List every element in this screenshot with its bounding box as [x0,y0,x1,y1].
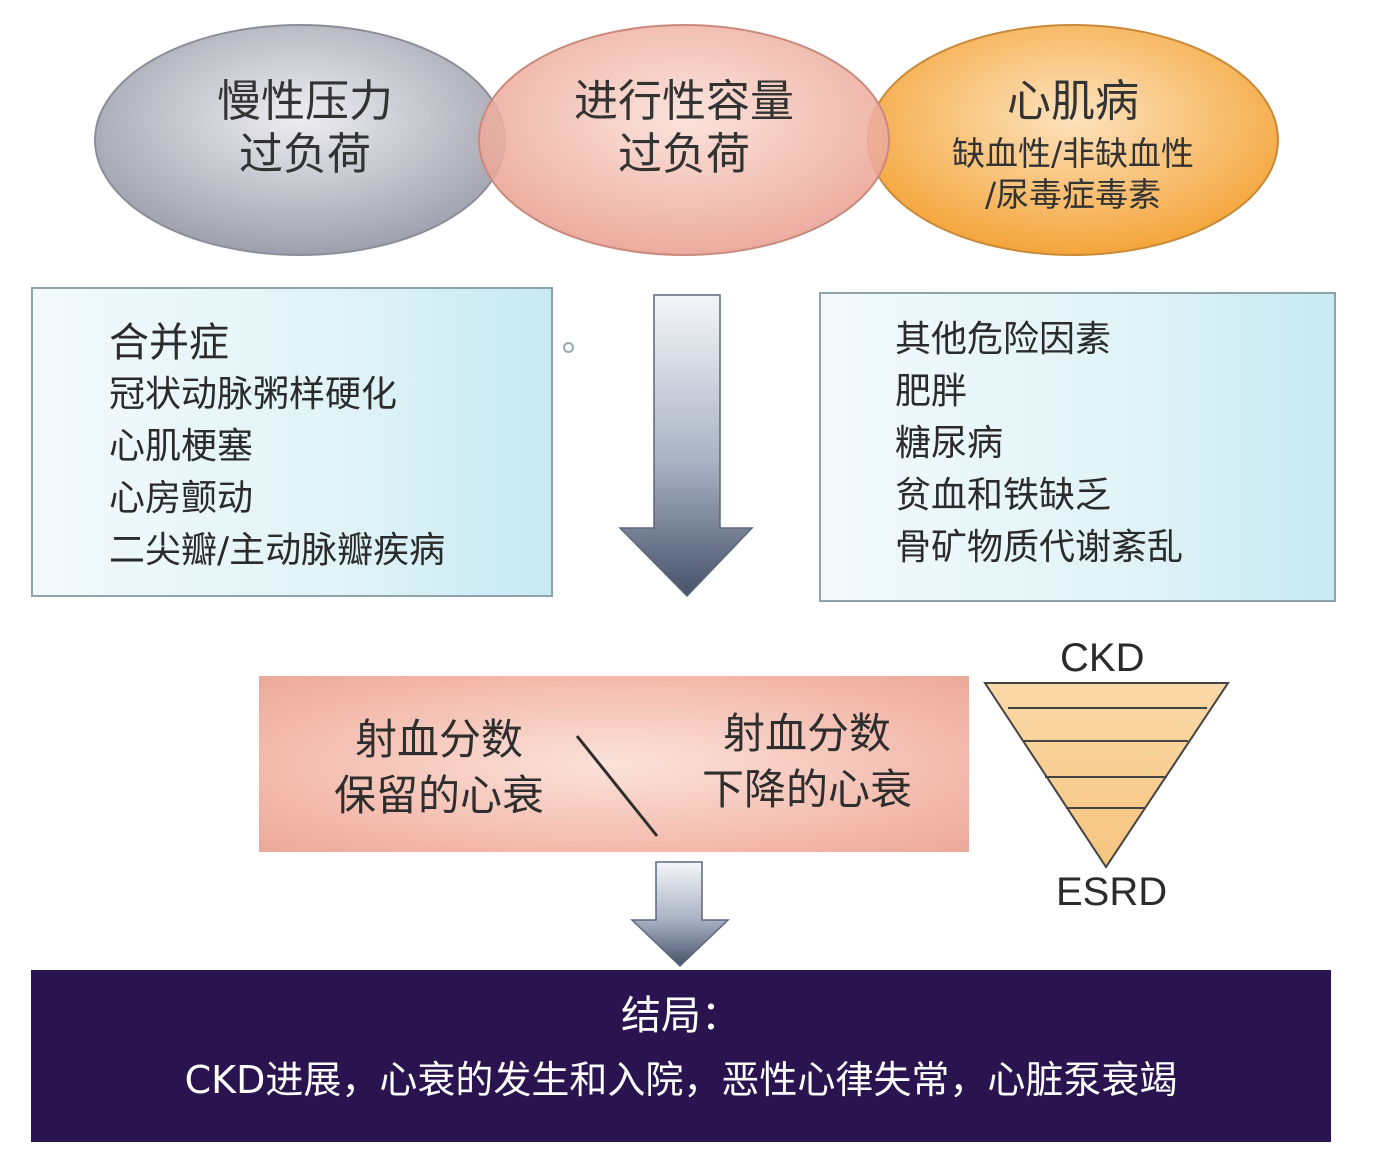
ckd-esrd-triangle [983,682,1230,869]
big-down-arrow [618,294,754,598]
list-item: 心房颤动 [109,478,254,519]
small-circle [563,342,574,353]
ellipse-label-cardiomyopathy: 心肌病 缺血性/非缺血性 /尿毒症毒素 [918,76,1228,215]
list-item: 心肌梗塞 [109,426,254,467]
outcome-text: CKD进展，心衰的发生和入院，恶性心律失常，心脏泵衰竭 [184,1058,1178,1102]
comorbidities-box: 合并症 冠状动脉粥样硬化 心肌梗塞 心房颤动 二尖瓣/主动脉瓣疾病 [31,287,553,597]
ellipse-label-volume: 进行性容量 过负荷 [524,76,844,182]
outcome-box: 结局： CKD进展，心衰的发生和入院，恶性心律失常，心脏泵衰竭 [31,970,1331,1142]
risk-factors-title: 其他危险因素 [895,319,1112,360]
ellipse-title: 进行性容量 [574,76,794,127]
hfpef-label: 射血分数 保留的心衰 [299,712,579,824]
heart-failure-box: 射血分数 保留的心衰 射血分数 下降的心衰 [259,676,969,852]
list-item: 二尖瓣/主动脉瓣疾病 [109,530,446,571]
hfpef-line: 射血分数 [354,715,523,764]
comorbidities-title: 合并症 [109,320,229,366]
ckd-label: CKD [1060,636,1145,680]
list-item: 冠状动脉粥样硬化 [109,374,398,415]
ellipse-line: 缺血性/非缺血性 [951,133,1195,173]
small-down-arrow [630,861,730,968]
ellipse-line: /尿毒症毒素 [984,175,1162,215]
comorbidities-list: 合并症 冠状动脉粥样硬化 心肌梗塞 心房颤动 二尖瓣/主动脉瓣疾病 [109,317,445,577]
esrd-label: ESRD [1056,870,1168,914]
ellipse-title: 心肌病 [1007,76,1139,127]
list-item: 骨矿物质代谢紊乱 [895,527,1184,568]
ellipse-label-pressure: 慢性压力 过负荷 [150,76,460,182]
hfpef-line: 保留的心衰 [333,771,544,820]
ellipse-line: 过负荷 [618,128,750,180]
hfref-label: 射血分数 下降的心衰 [667,706,947,818]
list-item: 肥胖 [895,371,968,412]
ellipse-line: 过负荷 [239,128,371,180]
hfref-line: 下降的心衰 [701,765,912,814]
outcome-title: 结局： [621,993,741,1039]
hfref-line: 射血分数 [722,709,891,758]
risk-factors-list: 其他危险因素 肥胖 糖尿病 贫血和铁缺乏 骨矿物质代谢紊乱 [895,314,1183,574]
list-item: 贫血和铁缺乏 [895,475,1112,516]
list-item: 糖尿病 [895,423,1004,464]
ellipse-title: 慢性压力 [217,76,393,127]
risk-factors-box: 其他危险因素 肥胖 糖尿病 贫血和铁缺乏 骨矿物质代谢紊乱 [819,292,1336,602]
ellipse-volume-overload [478,24,890,256]
divider-slash [575,735,659,837]
